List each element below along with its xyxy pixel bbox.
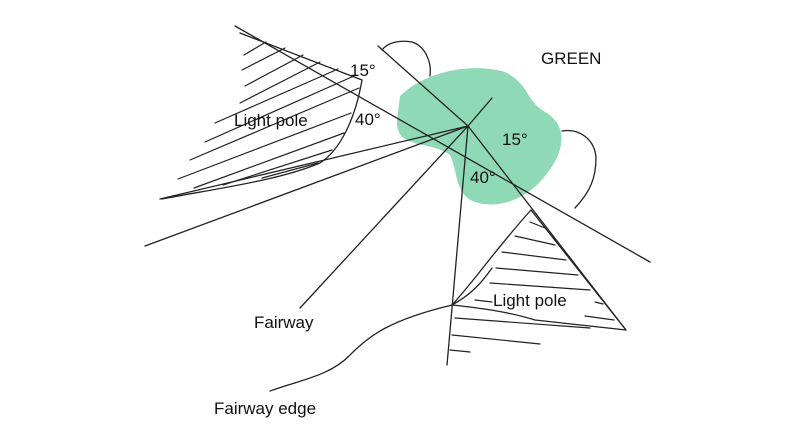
angle-upper-small: 15° bbox=[350, 61, 376, 80]
lower-light-pole-hatching bbox=[449, 221, 615, 353]
upper-loop bbox=[381, 40, 431, 77]
green-label: GREEN bbox=[541, 49, 601, 68]
upper-light-pole-boundary bbox=[161, 32, 363, 200]
angle-upper-large: 40° bbox=[355, 110, 381, 129]
lower-loop bbox=[561, 129, 597, 209]
green-area bbox=[396, 68, 562, 205]
fairway-edge-line bbox=[269, 267, 493, 392]
fairway-label: Fairway bbox=[254, 313, 314, 332]
light-rays bbox=[144, 25, 651, 366]
upper-light-pole-label: Light pole bbox=[234, 111, 308, 130]
angle-lower-small: 15° bbox=[502, 130, 528, 149]
lower-light-pole-label: Light pole bbox=[493, 291, 567, 310]
lower-light-pole-boundary bbox=[451, 209, 627, 331]
fairway-edge-label: Fairway edge bbox=[214, 399, 316, 418]
upper-light-pole-hatching bbox=[177, 41, 360, 189]
angle-lower-large: 40° bbox=[470, 168, 496, 187]
